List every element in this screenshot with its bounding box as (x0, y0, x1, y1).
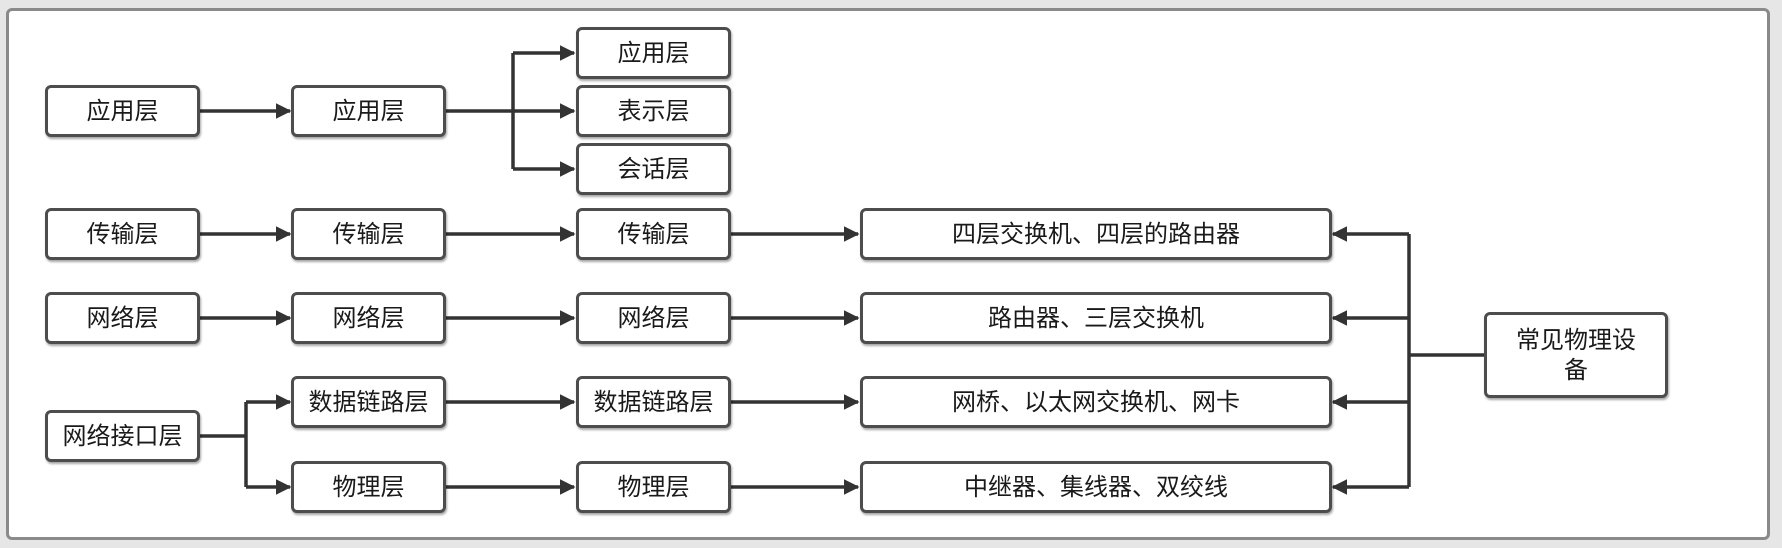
device-physical-label: 中继器、集线器、双绞线 (964, 473, 1228, 501)
model-c-transport-label: 传输层 (617, 220, 690, 248)
model-c-datalink-layer: 数据链路层 (576, 376, 731, 428)
device-network-label: 路由器、三层交换机 (988, 304, 1204, 332)
device-datalink-label: 网桥、以太网交换机、网卡 (952, 388, 1240, 416)
model-b-network-label: 网络层 (332, 304, 405, 332)
model-a-network-interface-layer: 网络接口层 (45, 410, 200, 462)
common-devices-hub: 常见物理设备 (1484, 312, 1668, 398)
model-b-network-layer: 网络层 (291, 292, 446, 344)
model-c-application-label: 应用层 (617, 39, 690, 67)
device-transport-label: 四层交换机、四层的路由器 (952, 220, 1240, 248)
model-c-network-label: 网络层 (617, 304, 690, 332)
device-physical-layer: 中继器、集线器、双绞线 (860, 461, 1332, 513)
model-c-application-layer: 应用层 (576, 27, 731, 79)
model-c-physical-label: 物理层 (617, 473, 690, 501)
model-b-datalink-layer: 数据链路层 (291, 376, 446, 428)
model-c-datalink-label: 数据链路层 (593, 388, 714, 416)
model-c-session-label: 会话层 (617, 155, 690, 183)
model-b-physical-label: 物理层 (332, 473, 405, 501)
model-b-datalink-label: 数据链路层 (308, 388, 429, 416)
model-a-network-label: 网络层 (86, 304, 159, 332)
model-a-application-layer: 应用层 (45, 85, 200, 137)
common-devices-label: 常见物理设备 (1516, 326, 1636, 384)
model-b-transport-label: 传输层 (332, 220, 405, 248)
model-b-transport-layer: 传输层 (291, 208, 446, 260)
model-c-physical-layer: 物理层 (576, 461, 731, 513)
model-c-presentation-layer: 表示层 (576, 85, 731, 137)
model-b-application-layer: 应用层 (291, 85, 446, 137)
model-a-application-label: 应用层 (86, 97, 159, 125)
model-a-network-layer: 网络层 (45, 292, 200, 344)
model-b-application-label: 应用层 (332, 97, 405, 125)
model-c-presentation-label: 表示层 (617, 97, 690, 125)
device-network-layer: 路由器、三层交换机 (860, 292, 1332, 344)
model-c-transport-layer: 传输层 (576, 208, 731, 260)
model-c-network-layer: 网络层 (576, 292, 731, 344)
device-transport-layer: 四层交换机、四层的路由器 (860, 208, 1332, 260)
model-a-netif-label: 网络接口层 (62, 422, 183, 450)
model-a-transport-label: 传输层 (86, 220, 159, 248)
model-c-session-layer: 会话层 (576, 143, 731, 195)
device-datalink-layer: 网桥、以太网交换机、网卡 (860, 376, 1332, 428)
model-b-physical-layer: 物理层 (291, 461, 446, 513)
model-a-transport-layer: 传输层 (45, 208, 200, 260)
